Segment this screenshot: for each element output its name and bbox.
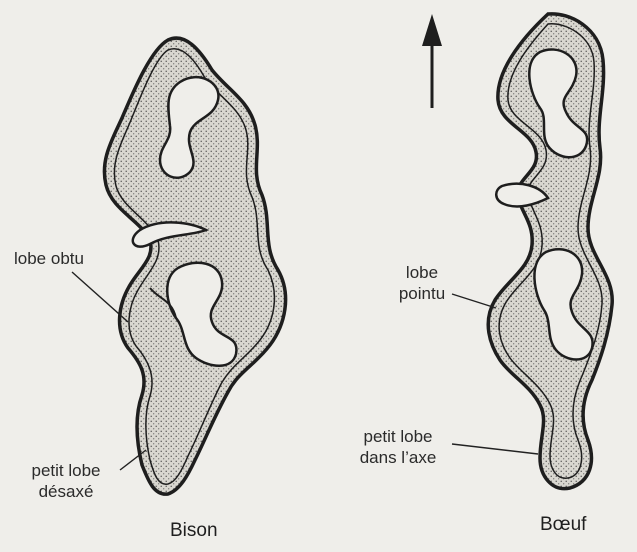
specimen-name-boeuf: Bœuf xyxy=(540,514,586,535)
bison-skull-outline xyxy=(104,38,285,494)
leader-lobe-obtu xyxy=(72,272,128,322)
label-petit-lobe-dans-axe-line1: petit lobe xyxy=(346,426,450,447)
label-lobe-pointu-line2: pointu xyxy=(388,283,456,304)
label-lobe-obtu-line1: lobe obtu xyxy=(14,249,84,268)
leader-lobe-pointu xyxy=(452,294,496,308)
label-petit-lobe-desaxe: petit lobe désaxé xyxy=(14,460,118,502)
label-lobe-pointu: lobe pointu xyxy=(388,262,456,304)
specimen-name-bison: Bison xyxy=(170,520,218,541)
specimen-name-boeuf-text: Bœuf xyxy=(540,514,586,535)
label-petit-lobe-dans-axe-line2: dans l’axe xyxy=(346,447,450,468)
up-arrow xyxy=(422,14,442,108)
label-lobe-pointu-line1: lobe xyxy=(388,262,456,283)
leader-petit-lobe-dans-axe xyxy=(452,444,538,454)
boeuf-skull-outline xyxy=(488,14,612,489)
label-petit-lobe-dans-axe: petit lobe dans l’axe xyxy=(346,426,450,468)
label-petit-lobe-desaxe-line2: désaxé xyxy=(14,481,118,502)
label-lobe-obtu: lobe obtu xyxy=(14,248,84,269)
specimen-name-bison-text: Bison xyxy=(170,520,218,541)
label-petit-lobe-desaxe-line1: petit lobe xyxy=(14,460,118,481)
